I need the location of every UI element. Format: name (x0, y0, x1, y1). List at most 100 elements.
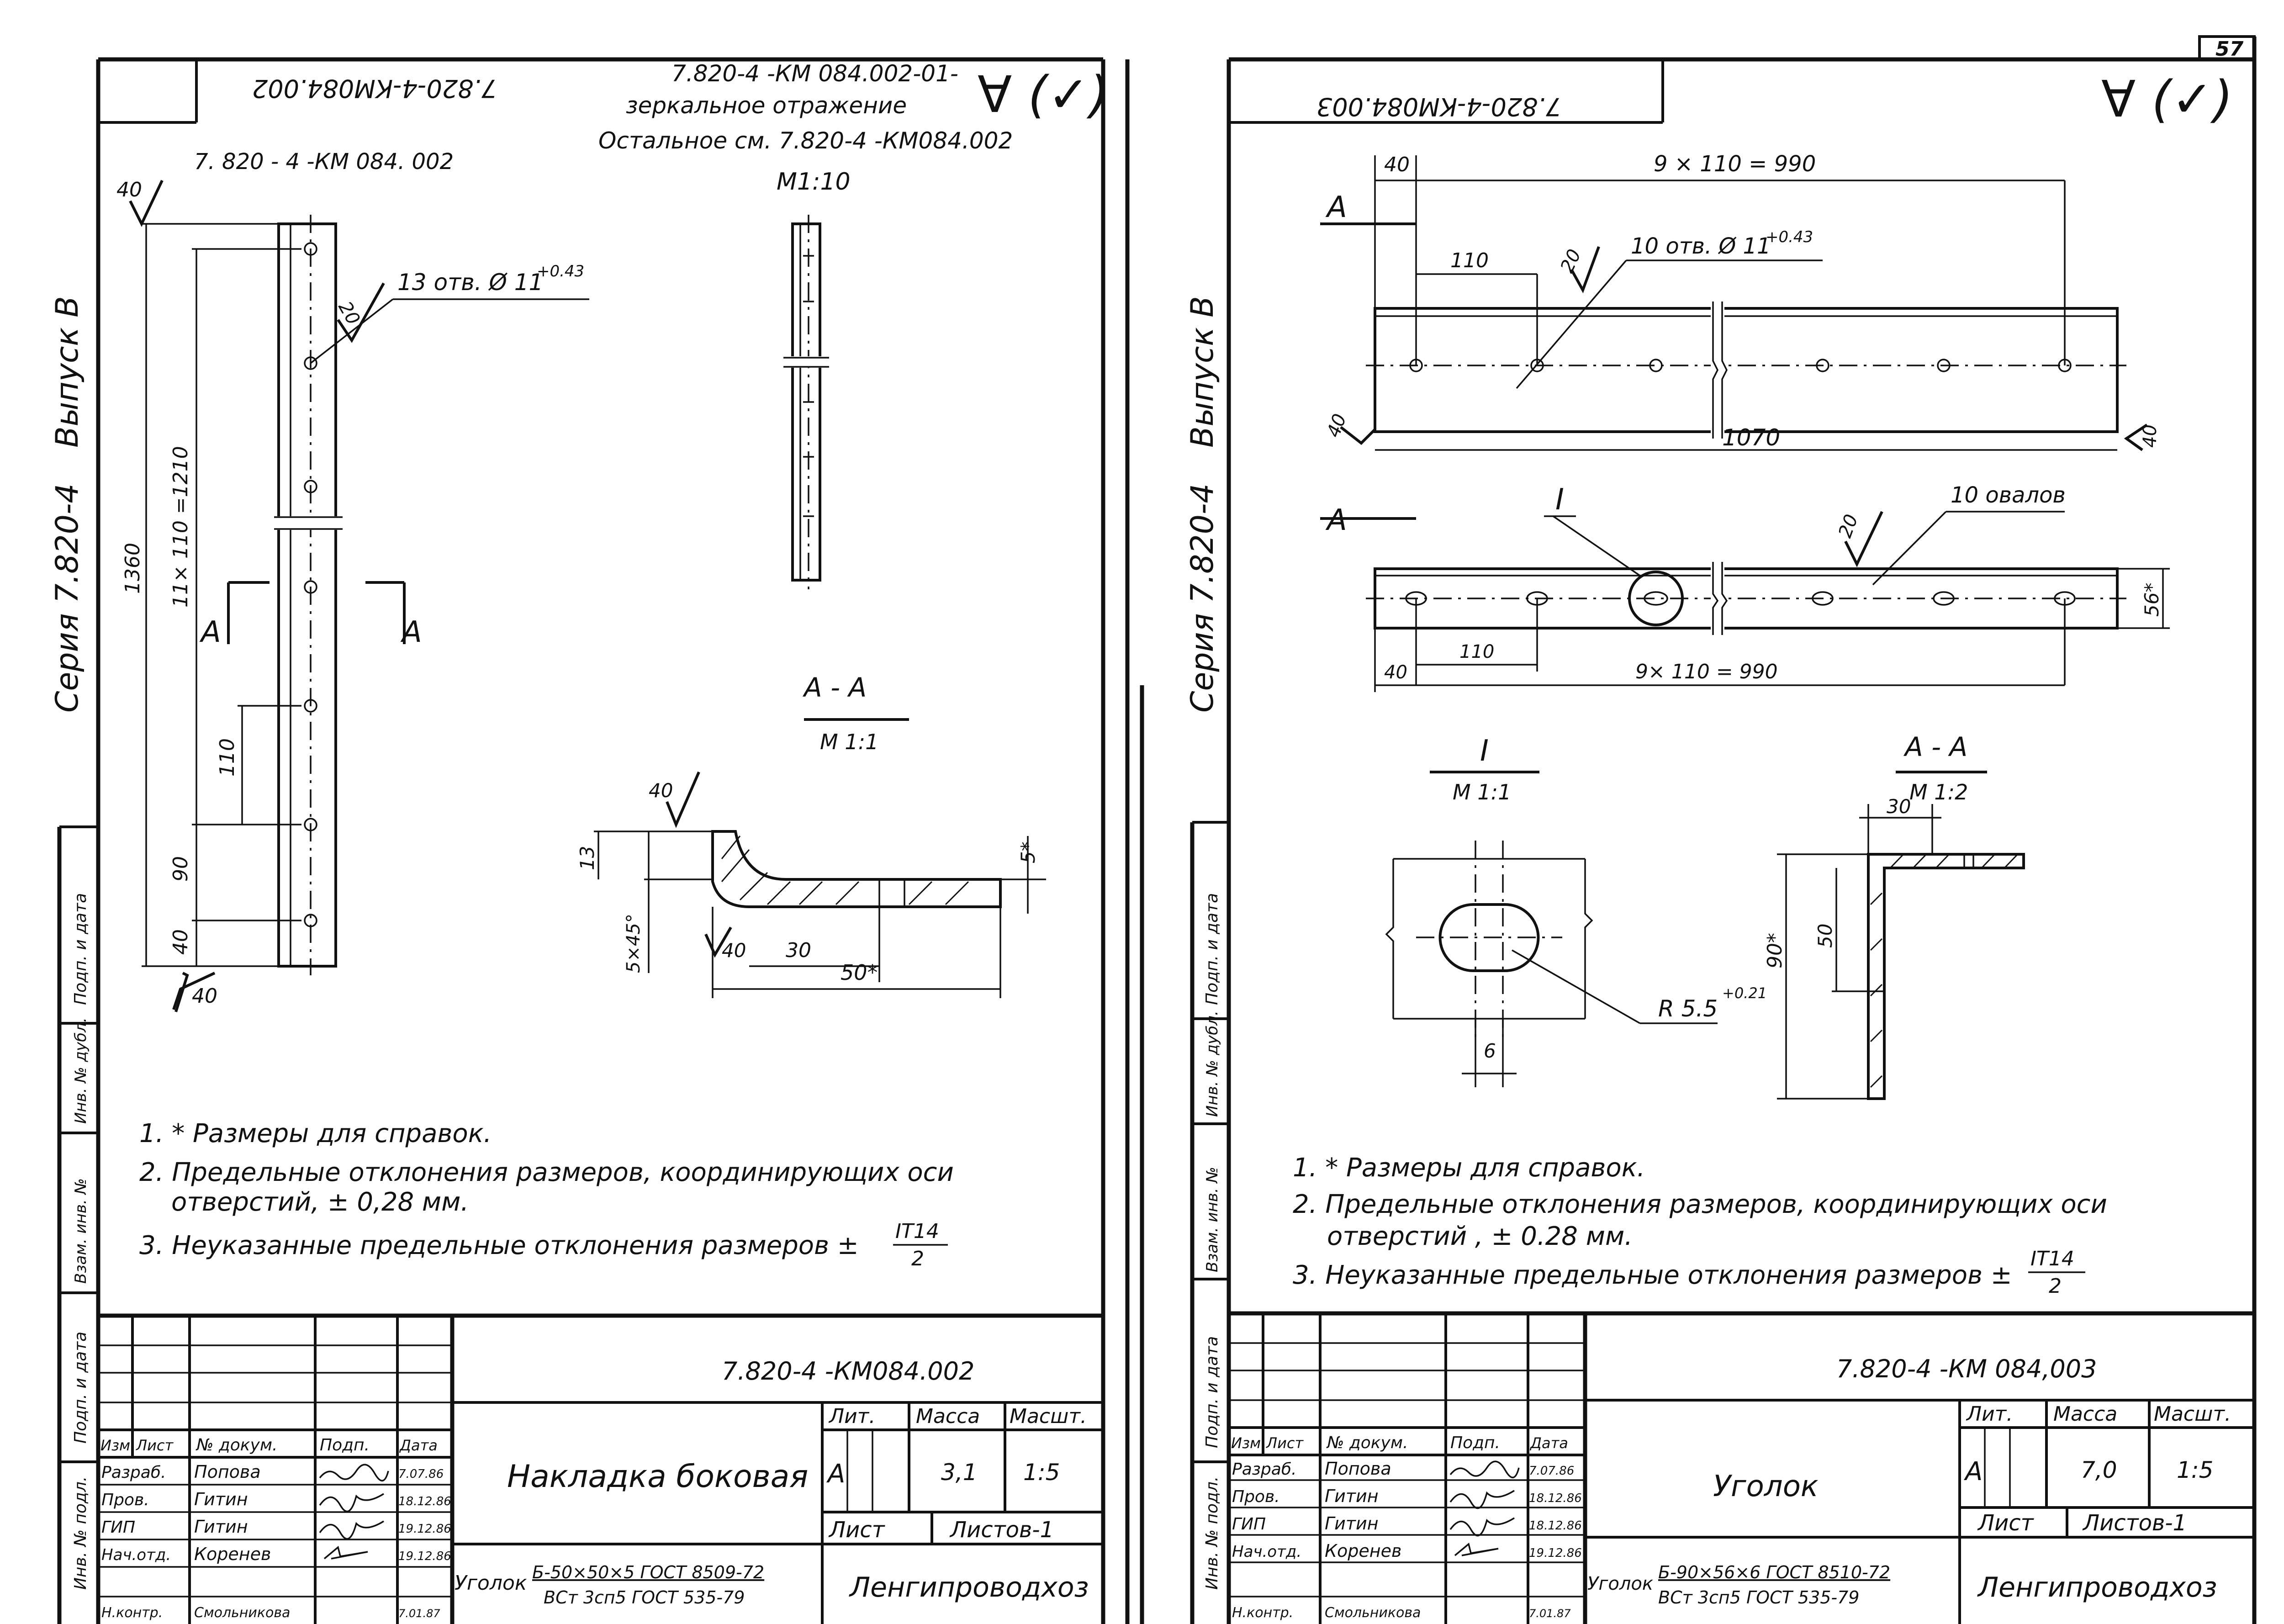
right-lit-label: Лит. (1966, 1402, 2013, 1426)
right-row3-date: 18.12.86 (1529, 1519, 1582, 1533)
right-detail-width: 6 (1484, 1040, 1496, 1062)
left-row3-role: ГИП (101, 1518, 135, 1537)
left-part-name: Накладка боковая (507, 1459, 808, 1495)
right-roughness-mark: ∀ (✓) (2101, 70, 2233, 128)
right-lit: А (1964, 1457, 1983, 1486)
left-section-scale: М 1:1 (820, 730, 878, 754)
right-section-d30: 30 (1887, 795, 1911, 818)
left-row4-name: Коренев (194, 1544, 271, 1564)
left-row2-date: 18.12.86 (398, 1495, 451, 1508)
right-row2-name: Гитин (1325, 1486, 1379, 1506)
left-row2-name: Гитин (194, 1489, 248, 1509)
left-signature-2 (319, 1493, 384, 1513)
left-hdr-data: Дата (399, 1437, 438, 1454)
right-hdr-izm: Изм. (1231, 1434, 1265, 1452)
right-holes: 10 отв. Ø 11 (1631, 233, 1771, 259)
right-detail-radius: R 5.5 (1658, 995, 1718, 1022)
left-row4-date: 19.12.86 (398, 1550, 451, 1563)
left-corner-code: 7.820-4-КМ084.002 (252, 74, 497, 103)
right-top-view: 40 9 × 110 = 990 110 А 20 10 отв. Ø 11 +… (1320, 151, 2161, 451)
left-dim-pitch: 110 (216, 738, 239, 777)
left-rough-top: 40 (116, 178, 142, 201)
right-row4-role: Нач.отд. (1232, 1543, 1301, 1561)
left-row3-date: 19.12.86 (398, 1522, 451, 1536)
left-scale: 1:5 (1023, 1459, 1060, 1486)
right-detail-title: I (1480, 734, 1489, 768)
right-hdr-list: Лист (1266, 1434, 1304, 1452)
left-stamp-dubl: Инв. № дубл. (72, 1017, 90, 1124)
left-section-d50: 50* (841, 960, 878, 985)
left-org: Ленгипроводхоз (849, 1571, 1089, 1603)
left-dim-overall: 1360 (121, 543, 144, 594)
right-rough-right: 40 (2140, 424, 2161, 448)
left-section-d30: 30 (786, 939, 811, 962)
left-sheets-label: Листов-1 (949, 1517, 1054, 1543)
right-material-bottom: ВСт 3сп5 ГОСТ 535-79 (1658, 1587, 1860, 1608)
left-note-2: 2. Предельные отклонения размеров, коорд… (139, 1158, 954, 1187)
left-dim-40: 40 (169, 929, 192, 955)
right-dim-pitch-b: 110 (1459, 641, 1494, 662)
right-note-3-num: IT14 (2030, 1247, 2074, 1270)
left-series: Серия 7.820-4 (49, 483, 85, 713)
right-signature-2 (1449, 1490, 1515, 1509)
left-signature-4 (323, 1545, 368, 1560)
right-stamp-dubl: Инв. № дубл. (1203, 1010, 1221, 1117)
left-roughness-mark: ∀ (✓) (978, 65, 1109, 124)
right-signature-1 (1449, 1460, 1520, 1479)
right-note-1: 1. * Размеры для справок. (1293, 1153, 1645, 1183)
right-dim-56: 56* (2141, 583, 2163, 617)
right-mass-label: Масса (2053, 1402, 2117, 1426)
left-signature-3 (319, 1520, 384, 1540)
left-row2-role: Пров. (101, 1491, 149, 1509)
left-note-3: 3. Неуказанные предельные отклонения раз… (139, 1231, 859, 1260)
left-section-r40-top: 40 (649, 779, 673, 802)
right-row3-name: Гитин (1325, 1513, 1379, 1534)
right-detail-label: I (1555, 483, 1564, 517)
right-dim-overall: 1070 (1722, 424, 1780, 451)
right-doc-code: 7.820-4 -КМ 084,003 (1836, 1354, 2097, 1383)
right-row5-name: Смольникова (1325, 1605, 1421, 1621)
left-scale-view: М1:10 (777, 168, 851, 196)
right-slot-view: А I 10 овалов 20 56* 110 40 9× 110 = 990 (1320, 482, 2170, 692)
left-row5-date: 7.01.87 (398, 1607, 440, 1620)
right-stamp-inv-podl: Инв. № подл. (1203, 1476, 1221, 1590)
left-section-title: А - А (802, 672, 867, 703)
right-mass: 7,0 (2081, 1457, 2117, 1483)
left-holes-tol: +0.43 (537, 262, 584, 280)
left-row3-name: Гитин (194, 1517, 248, 1537)
right-signature-4 (1454, 1542, 1499, 1556)
left-mirror-note-2: зеркальное отражение (626, 92, 907, 119)
left-hdr-podp: Подп. (320, 1436, 370, 1455)
left-stamp-podp-data-2: Подп. и дата (71, 893, 90, 1005)
left-lit-label: Лит. (828, 1405, 875, 1428)
left-note-2b: отверстий, ± 0,28 мм. (171, 1187, 469, 1217)
left-hdr-doc: № докум. (196, 1436, 277, 1455)
left-section-aa: А - А М 1:1 13 5×45° 5* (576, 672, 1046, 998)
right-dim-spacing-b: 9× 110 = 990 (1635, 660, 1778, 683)
left-mirror-note-1: 7.820-4 -КМ 084.002-01- (671, 60, 958, 87)
right-section-scale: М 1:2 (1909, 780, 1968, 804)
left-small-view (783, 215, 829, 589)
left-row5-name: Смольникова (194, 1605, 290, 1621)
left-note-3-num: IT14 (895, 1220, 939, 1243)
right-row1-name: Попова (1325, 1459, 1391, 1479)
right-dim-pitch-top: 110 (1450, 249, 1489, 272)
right-section-d50: 50 (1814, 924, 1836, 948)
right-section-aa: А - А М 1:2 30 90* 50 (1763, 731, 2025, 1100)
right-part-name: Уголок (1713, 1470, 1819, 1503)
right-sheet-label: Лист (1977, 1510, 2035, 1536)
right-section-arrow-bottom: А (1325, 503, 1347, 537)
right-issue: Выпуск В (1184, 296, 1221, 448)
right-scale: 1:5 (2177, 1457, 2213, 1483)
right-dim-40-b: 40 (1384, 662, 1407, 683)
right-row5-role: Н.контр. (1232, 1605, 1293, 1621)
left-scale-label: Масшт. (1010, 1405, 1087, 1428)
right-stamp-podp-data-2: Подп. и дата (1203, 893, 1221, 1005)
right-dim-40-top: 40 (1384, 153, 1410, 176)
right-material-prefix: Уголок (1587, 1573, 1653, 1594)
left-top-ref: 7. 820 - 4 -КМ 084. 002 (194, 149, 454, 175)
left-section-r40-inner: 40 (722, 939, 746, 962)
right-row1-date: 7.07.86 (1529, 1464, 1574, 1478)
right-hdr-doc: № докум. (1326, 1434, 1408, 1452)
